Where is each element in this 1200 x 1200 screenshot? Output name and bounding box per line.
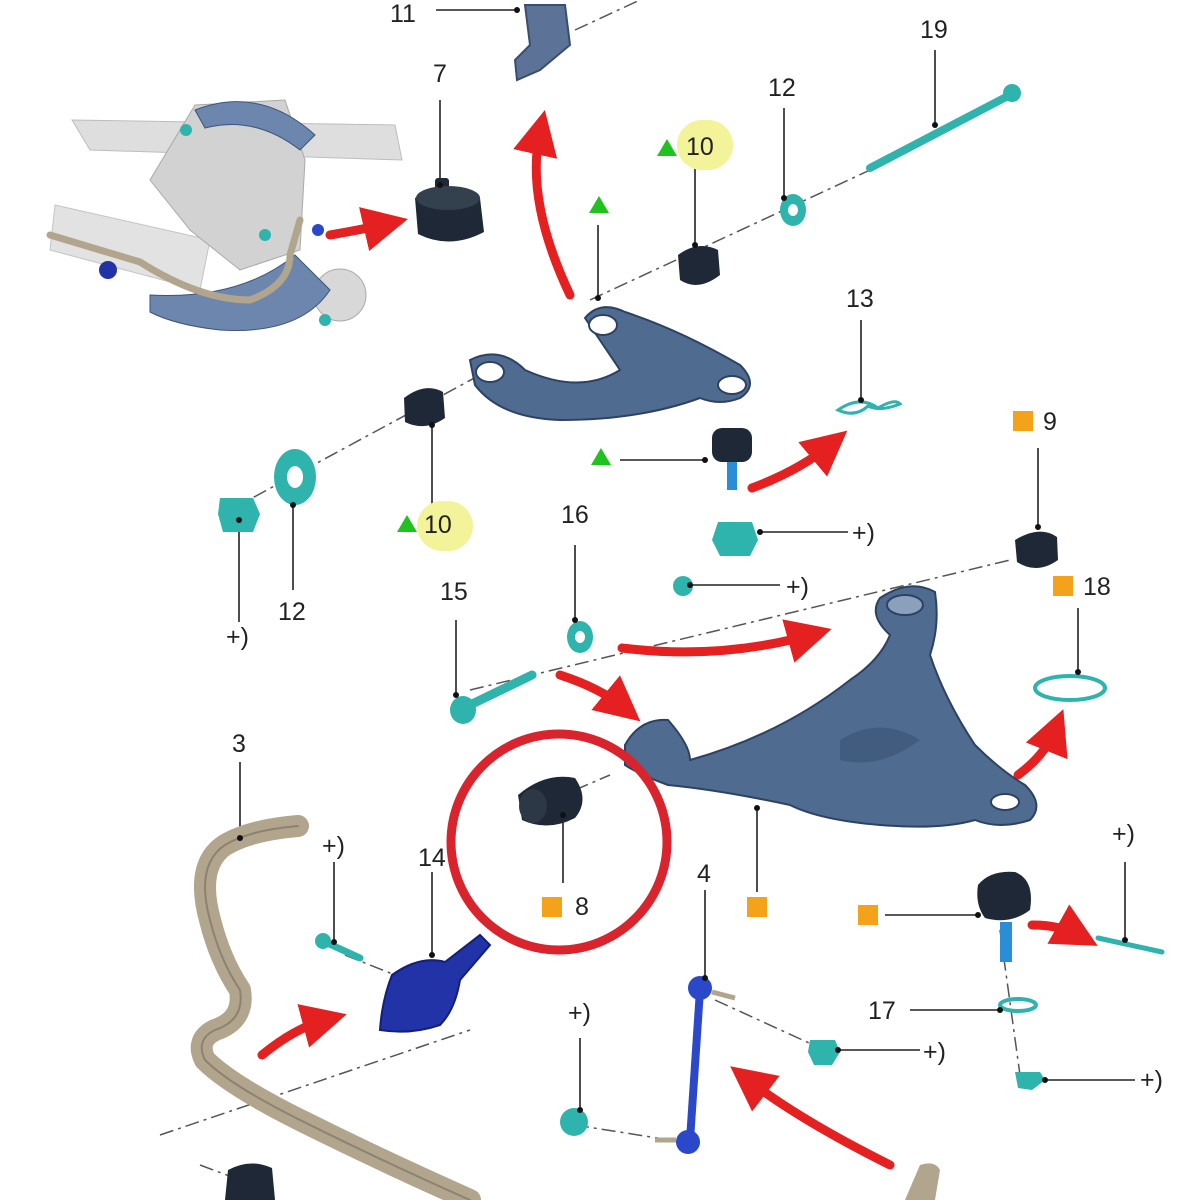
callout-18: 18 <box>1083 573 1111 601</box>
callout-14: 14 <box>418 844 446 872</box>
triangle-marker-icon <box>591 448 611 465</box>
callout-9: 9 <box>1043 408 1057 436</box>
callout-8: 8 <box>575 893 589 921</box>
leader-lines <box>238 9 1135 1110</box>
washer-16 <box>567 621 593 653</box>
bushing-9 <box>1015 531 1058 569</box>
stabilizer-link-4 <box>655 976 736 1154</box>
bracket-11 <box>513 4 572 82</box>
bolt-15 <box>450 670 537 724</box>
plus-label: +) <box>1112 820 1135 848</box>
bump-stop-7 <box>415 178 484 242</box>
upper-control-arm <box>468 306 751 422</box>
callout-11: 11 <box>390 0 416 28</box>
callout-16: 16 <box>561 501 589 529</box>
plus-label: +) <box>226 623 249 651</box>
callout-7: 7 <box>433 60 447 88</box>
plus-label: +) <box>786 573 809 601</box>
square-marker-icon <box>858 905 878 925</box>
bushing-8 <box>518 776 583 826</box>
direction-arrows <box>257 110 1098 1170</box>
stabilizer-bushing <box>225 1163 275 1200</box>
leader-dots <box>236 7 1128 1113</box>
square-marker-icon <box>542 897 562 917</box>
nut-17 <box>1015 1072 1045 1090</box>
lower-ball-joint <box>977 871 1031 962</box>
label-highlight-10-lower <box>417 501 473 551</box>
stabilizer-bracket-14 <box>378 933 492 1033</box>
callout-3: 3 <box>232 730 246 758</box>
square-marker-icon <box>747 897 767 917</box>
callout-13: 13 <box>846 285 874 313</box>
plus-label: +) <box>1140 1066 1163 1094</box>
square-marker-icon <box>1053 576 1073 596</box>
plus-label: +) <box>322 832 345 860</box>
vehicle-overview-inset <box>46 99 403 331</box>
partial-part <box>905 1163 940 1200</box>
callout-19: 19 <box>920 16 948 44</box>
callout-12-lower: 12 <box>278 598 306 626</box>
washers-12 <box>274 194 806 505</box>
highlight-circle <box>446 729 672 955</box>
stabilizer-bar-shade <box>200 825 471 1200</box>
label-highlight-10-upper <box>677 120 733 170</box>
callout-12-upper: 12 <box>768 74 796 102</box>
clip-13 <box>834 400 903 415</box>
bracket-bolt <box>315 933 364 962</box>
ring-18 <box>1033 674 1107 702</box>
triangle-marker-icon <box>657 139 677 156</box>
callout-15: 15 <box>440 578 468 606</box>
bushings-10 <box>404 246 720 427</box>
callout-10-lower: 10 <box>424 511 452 539</box>
callout-10-upper: 10 <box>686 133 714 161</box>
nuts <box>218 498 840 1136</box>
upper-ball-joint <box>712 428 752 490</box>
triangle-marker-icon <box>589 196 609 213</box>
plus-label: +) <box>852 519 875 547</box>
plus-label: +) <box>923 1038 946 1066</box>
callout-17: 17 <box>868 997 896 1025</box>
square-marker-icon <box>1013 411 1033 431</box>
cotter-pin <box>1095 935 1165 955</box>
washer-17 <box>998 997 1038 1013</box>
long-bolt-19 <box>866 84 1021 172</box>
lower-control-arm <box>624 585 1038 828</box>
callout-4: 4 <box>697 860 711 888</box>
plus-label: +) <box>568 999 591 1027</box>
triangle-marker-icon <box>397 515 417 532</box>
